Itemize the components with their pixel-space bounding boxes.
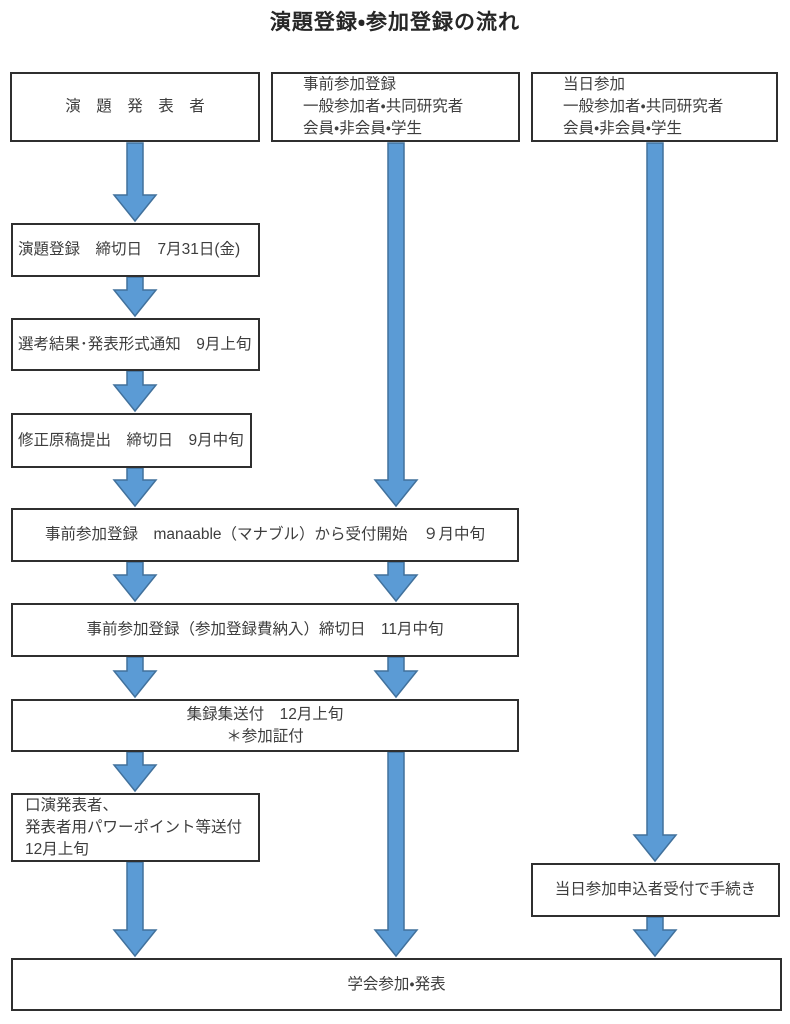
flow-box-same-day-header: 当日参加 一般参加者・共同研究者 会員・非会員・学生 (531, 72, 778, 142)
box-line: 会員・非会員・学生 (563, 120, 683, 137)
flow-arrow-down (373, 561, 419, 603)
flow-arrow-down (373, 751, 419, 958)
flow-arrow-down (373, 142, 419, 508)
flow-box-presenter-header: 演 題 発 表 者 (10, 72, 260, 142)
box-label: 修正原稿提出 締切日 9月中旬 (18, 431, 244, 449)
flow-arrow-down (112, 656, 158, 699)
flow-box-pre-registration-header: 事前参加登録 一般参加者・共同研究者 会員・非会員・学生 (271, 72, 520, 142)
box-label: 当日参加申込者受付で手続き (554, 881, 757, 898)
flow-box-abstract-submission: 演題登録 締切日 7月31日(金) (11, 223, 260, 277)
flow-box-same-day-reception: 当日参加申込者受付で手続き (531, 863, 780, 917)
flow-arrow-down (112, 467, 158, 508)
box-line: 発表者用パワーポイント等送付 (25, 818, 243, 836)
flow-arrow-down (632, 916, 678, 958)
flow-arrow-down (112, 370, 158, 413)
box-label: 演 題 発 表 者 (65, 98, 205, 115)
page-title: 演題登録・参加登録の流れ (269, 11, 521, 34)
flow-box-revised-manuscript: 修正原稿提出 締切日 9月中旬 (11, 413, 252, 468)
flow-box-participation: 学会参加・発表 (11, 958, 782, 1011)
flow-box-pre-registration-open: 事前参加登録 manaable（マナブル）から受付開始 ９月中旬 (11, 508, 519, 562)
flow-arrow-down (112, 142, 158, 223)
flow-arrow-down (632, 142, 678, 863)
flow-box-oral-presenters: 口演発表者、 発表者用パワーポイント等送付 12月上旬 (11, 793, 260, 862)
box-line: 集録集送付 12月上旬 (186, 705, 344, 723)
box-line: 一般参加者・共同研究者 (563, 98, 724, 115)
box-line: 口演発表者、 (25, 796, 119, 814)
flow-arrow-down (112, 276, 158, 318)
box-label: 学会参加・発表 (347, 975, 446, 993)
flow-arrow-down (112, 751, 158, 793)
box-line: ＊参加証付 (226, 727, 304, 745)
flow-box-pre-registration-deadline: 事前参加登録（参加登録費納入）締切日 11月中旬 (11, 603, 519, 657)
box-line: 一般参加者・共同研究者 (303, 98, 464, 115)
box-line: 当日参加 (563, 76, 626, 93)
box-line: 会員・非会員・学生 (303, 120, 423, 137)
flow-arrow-down (373, 656, 419, 699)
box-label: 演題登録 締切日 7月31日(金) (18, 241, 241, 258)
flow-box-proceedings: 集録集送付 12月上旬 ＊参加証付 (11, 699, 519, 752)
box-line: 12月上旬 (25, 840, 89, 858)
box-label: 事前参加登録（参加登録費納入）締切日 11月中旬 (86, 621, 444, 638)
box-line: 事前参加登録 (303, 76, 397, 93)
flow-box-selection-result: 選考結果･発表形式通知 9月上旬 (11, 318, 260, 371)
flow-arrow-down (112, 861, 158, 958)
flow-arrow-down (112, 561, 158, 603)
box-label: 選考結果･発表形式通知 9月上旬 (18, 335, 252, 353)
box-label: 事前参加登録 manaable（マナブル）から受付開始 ９月中旬 (44, 526, 486, 543)
